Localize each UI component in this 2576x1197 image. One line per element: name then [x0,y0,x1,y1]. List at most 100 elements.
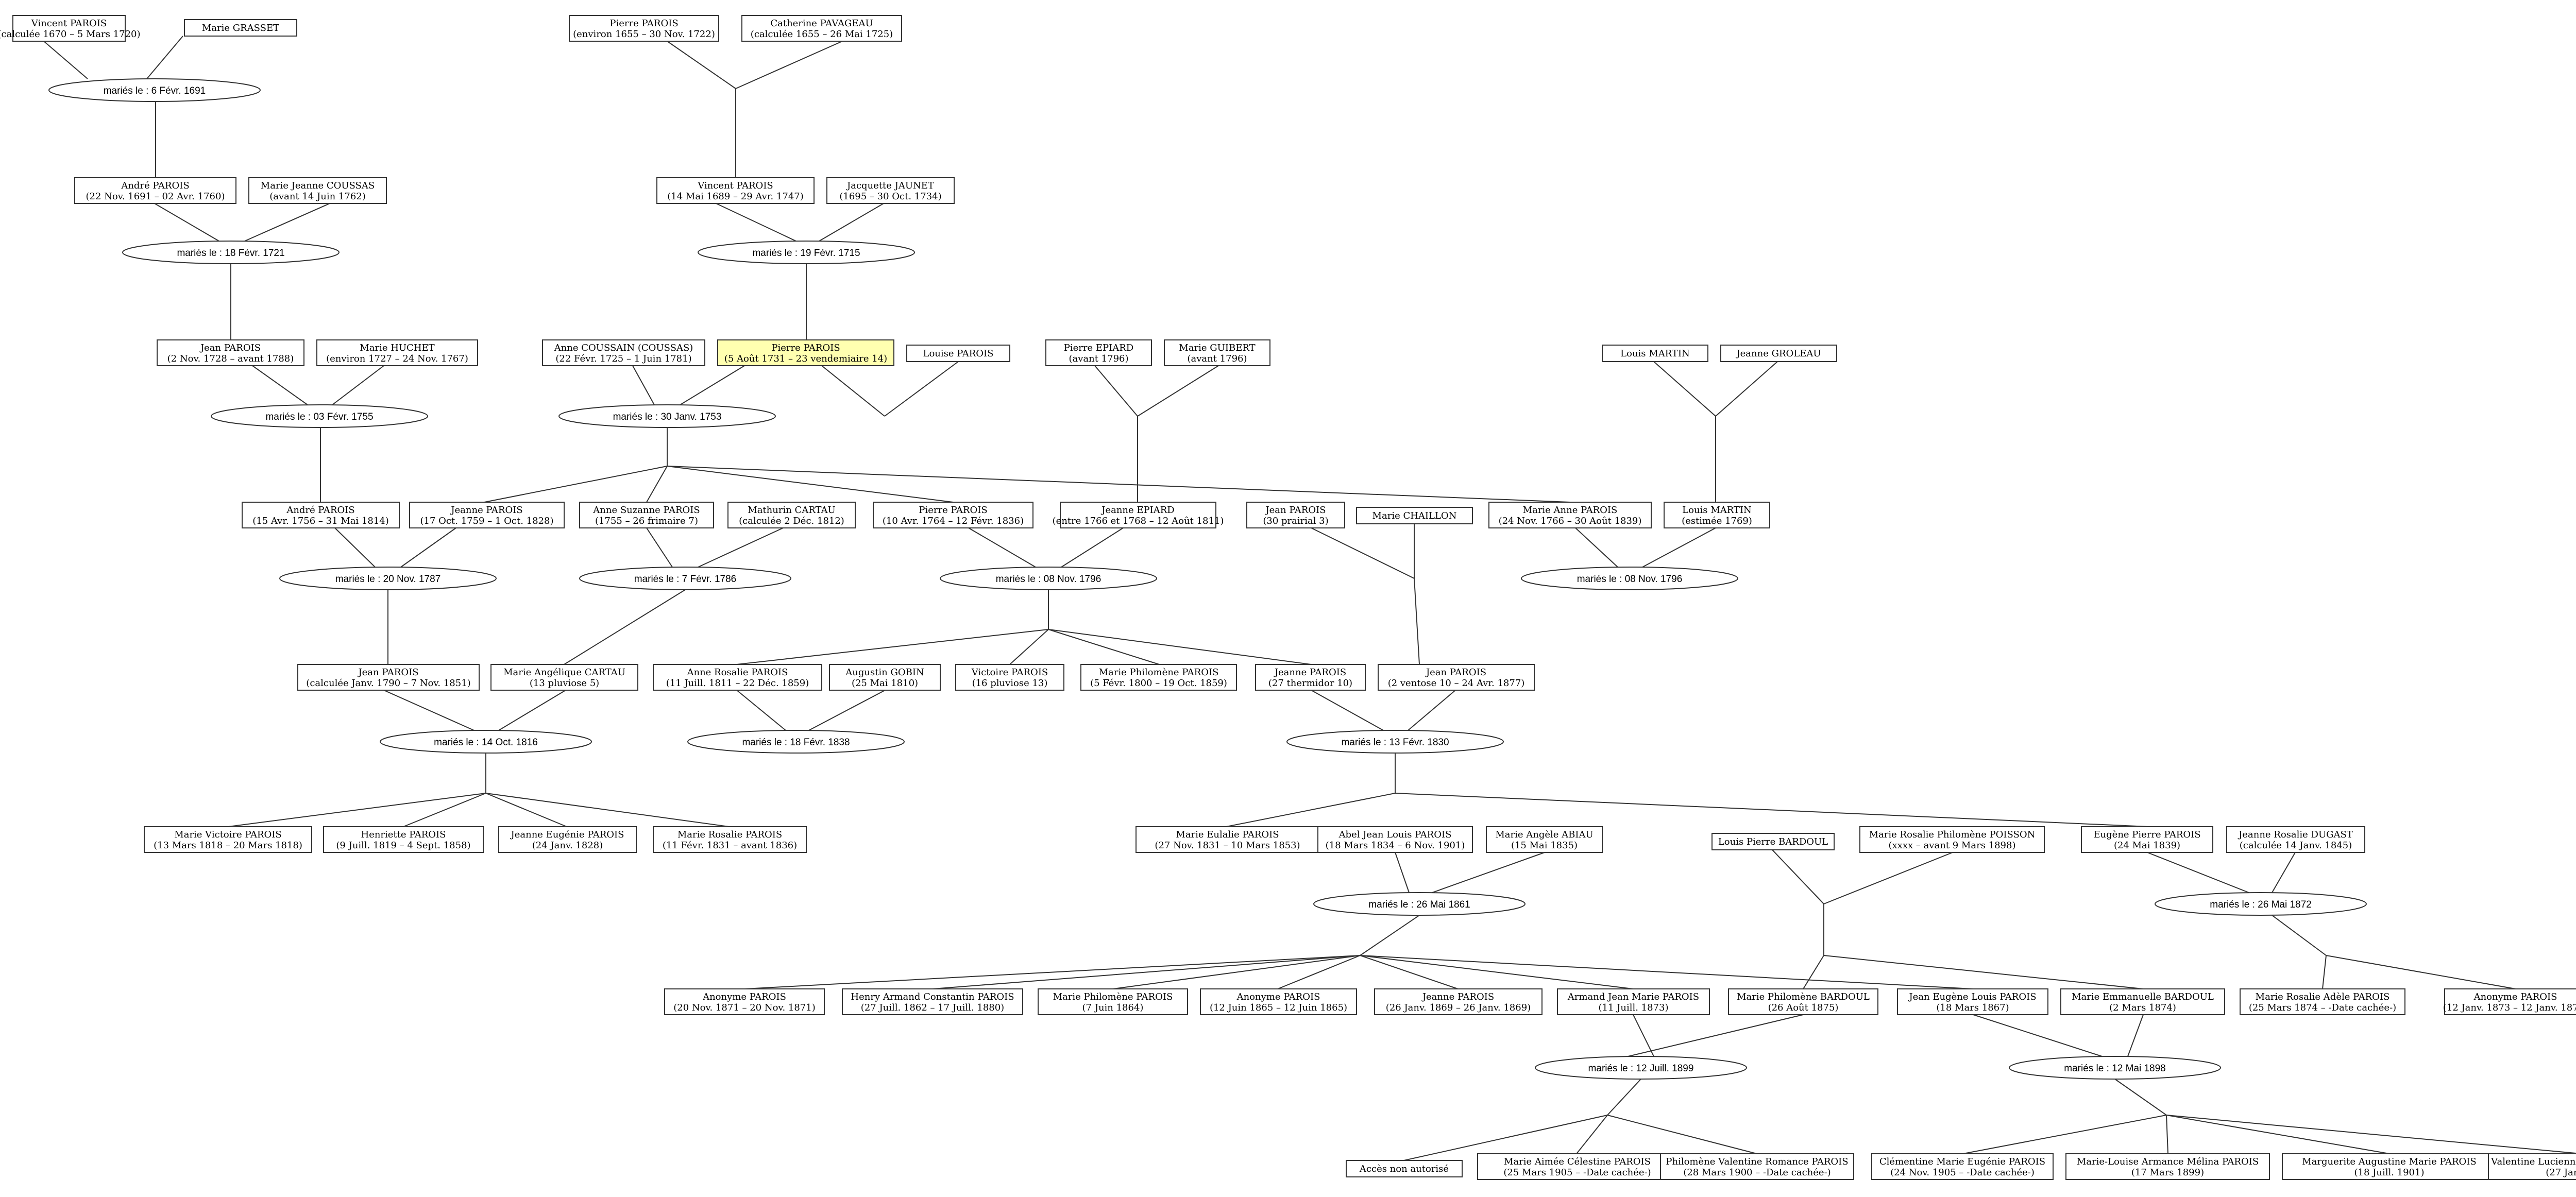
person-box-groleau[interactable]: Jeanne GROLEAU [1720,345,1837,362]
person-box-eulalie[interactable]: Marie Eulalie PAROIS(27 Nov. 1831 – 10 M… [1136,826,1319,853]
person-box-frame [842,988,1023,1015]
person-box-clementine[interactable]: Clémentine Marie Eugénie PAROIS(24 Nov. … [1871,1153,2054,1180]
connector-line [736,629,1049,665]
person-dates: (12 Janv. 1873 – 12 Janv. 1873) [2443,1002,2576,1013]
person-box-aimee[interactable]: Marie Aimée Célestine PAROIS(25 Mars 190… [1477,1153,1677,1180]
person-box-abel[interactable]: Abel Jean Louis PAROIS(18 Mars 1834 – 6 … [1317,826,1473,853]
person-box-jepiard[interactable]: Jeanne EPIARD(entre 1766 et 1768 – 12 Ao… [1053,502,1224,528]
person-dates: (avant 1796) [1187,353,1247,364]
person-box-coussain[interactable]: Anne COUSSAIN (COUSSAS)(22 Févr. 1725 – … [542,339,705,366]
person-box-pierre2[interactable]: Pierre PAROIS(5 Août 1731 – 23 vendemiai… [717,339,894,366]
person-box-lmartin2[interactable]: Louis MARTIN(estimée 1769) [1664,502,1770,528]
person-box-bardoul2[interactable]: Marie Philomène BARDOUL(26 Août 1875) [1728,988,1878,1015]
person-dates: (24 Mai 1839) [2114,840,2180,851]
person-box-henriette[interactable]: Henriette PAROIS(9 Juill. 1819 – 4 Sept.… [323,826,484,853]
person-box-philo2[interactable]: Marie Philomène PAROIS(7 Juin 1864) [1038,988,1188,1015]
person-box-bardoul1[interactable]: Louis Pierre BARDOUL [1711,833,1835,850]
person-box-cartau2[interactable]: Marie Angélique CARTAU(13 pluviose 5) [490,664,638,691]
connector-line [2114,1079,2167,1116]
connector-line [1048,629,1312,665]
person-dates: (17 Mars 1899) [2131,1167,2204,1178]
connector-line [2322,955,2327,989]
person-box-gobin[interactable]: Augustin GOBIN(25 Mai 1810) [829,664,941,691]
person-box-vincent1[interactable]: Vincent PAROIS(calculée 1670 – 5 Mars 17… [0,15,141,42]
person-box-jean30[interactable]: Jean PAROIS(30 prairial 3) [1246,502,1345,528]
person-box-pierre3[interactable]: Pierre PAROIS(10 Avr. 1764 – 12 Févr. 18… [873,502,1033,528]
person-box-jeanne27[interactable]: Jeanne PAROIS(27 thermidor 10) [1255,664,1366,691]
marriage-node-m4: mariés le : 03 Févr. 1755 [211,404,428,428]
person-box-frame [1136,826,1319,853]
person-name: Marie-Louise Armance Mélina PAROIS [2077,1156,2259,1167]
person-box-bardoul3[interactable]: Marie Emmanuelle BARDOUL(2 Mars 1874) [2060,988,2225,1015]
connector-line [332,365,384,405]
connector-line [154,203,219,242]
person-box-frame [1060,502,1216,528]
person-box-eugene[interactable]: Eugène Pierre PAROIS(24 Mai 1839) [2081,826,2213,853]
person-box-marguerite[interactable]: Marguerite Augustine Marie PAROIS(18 Jui… [2282,1153,2497,1180]
person-box-pierre1[interactable]: Pierre PAROIS(environ 1655 – 30 Nov. 172… [569,15,719,42]
marriage-node-m15: mariés le : 12 Juill. 1899 [1535,1056,1747,1080]
person-box-louisemelina[interactable]: Marie-Louise Armance Mélina PAROIS(17 Ma… [2065,1153,2270,1180]
person-box-frame [1660,1153,1854,1180]
person-name: Marie Emmanuelle BARDOUL [2072,991,2214,1002]
person-dates: (10 Avr. 1764 – 12 Févr. 1836) [883,516,1024,526]
person-box-andre1[interactable]: André PAROIS(22 Nov. 1691 – 02 Avr. 1760… [74,177,236,204]
person-box-jean3[interactable]: Jean PAROIS(2 ventose 10 – 24 Avr. 1877) [1378,664,1535,691]
person-box-dugast[interactable]: Jeanne Rosalie DUGAST(calculée 14 Janv. … [2226,826,2365,853]
person-box-lmartin1[interactable]: Louis MARTIN [1602,345,1708,362]
person-box-andre2[interactable]: André PAROIS(15 Avr. 1756 – 31 Mai 1814) [242,502,400,528]
person-name: Abel Jean Louis PAROIS [1338,829,1452,840]
connector-line [146,36,183,79]
person-box-coussas1[interactable]: Marie Jeanne COUSSAS(avant 14 Juin 1762) [248,177,387,204]
person-box-jeanne3[interactable]: Jeanne PAROIS(26 Janv. 1869 – 26 Janv. 1… [1374,988,1543,1015]
person-box-mvictoire[interactable]: Marie Victoire PAROIS(13 Mars 1818 – 20 … [144,826,312,853]
person-box-poisson[interactable]: Marie Rosalie Philomène POISSON(xxxx – a… [1859,826,2045,853]
connector-line [1823,852,1953,904]
person-box-valentine[interactable]: Valentine Lucienne Augustine PAROIS(27 J… [2488,1153,2576,1180]
marriage-label: mariés le : 20 Nov. 1787 [335,574,441,585]
connector-line [2166,1115,2390,1154]
person-box-epiard1[interactable]: Pierre EPIARD(avant 1796) [1045,339,1152,366]
person-box-victoire1[interactable]: Victoire PAROIS(16 pluviose 13) [955,664,1064,691]
connector-line [1653,361,1716,417]
person-box-jean2[interactable]: Jean PAROIS(calculée Janv. 1790 – 7 Nov.… [297,664,480,691]
person-box-acces[interactable]: Accès non autorisé [1346,1160,1463,1177]
person-box-valromance[interactable]: Philomène Valentine Romance PAROIS(28 Ma… [1660,1153,1854,1180]
connector-line [1408,690,1456,731]
person-box-henry[interactable]: Henry Armand Constantin PAROIS(27 Juill.… [842,988,1023,1015]
person-box-annesuz[interactable]: Anne Suzanne PAROIS(1755 – 26 frimaire 7… [579,502,714,528]
person-dates: (22 Nov. 1691 – 02 Avr. 1760) [86,191,225,202]
person-name: Jean PAROIS [357,667,418,678]
person-box-philo1[interactable]: Marie Philomène PAROIS(5 Févr. 1800 – 19… [1080,664,1237,691]
person-box-abiau[interactable]: Marie Angèle ABIAU(15 Mai 1835) [1486,826,1603,853]
connector-line [1803,955,1824,989]
person-box-adele[interactable]: Marie Rosalie Adèle PAROIS(25 Mars 1874 … [2240,988,2405,1015]
person-box-mrosalie[interactable]: Marie Rosalie PAROIS(11 Févr. 1831 – ava… [653,826,807,853]
person-name: Marie GUIBERT [1179,343,1255,353]
person-box-pavageau[interactable]: Catherine PAVAGEAU(calculée 1655 – 26 Ma… [741,15,902,42]
person-box-cartau1[interactable]: Mathurin CARTAU(calculée 2 Déc. 1812) [727,502,856,528]
person-box-frame [144,826,312,853]
connector-line [680,365,745,405]
person-box-huchet[interactable]: Marie HUCHET(environ 1727 – 24 Nov. 1767… [316,339,478,366]
person-box-chaillon[interactable]: Marie CHAILLON [1356,507,1473,524]
person-box-marieanne[interactable]: Marie Anne PAROIS(24 Nov. 1766 – 30 Août… [1488,502,1652,528]
person-box-anon1[interactable]: Anonyme PAROIS(20 Nov. 1871 – 20 Nov. 18… [664,988,825,1015]
person-box-louise[interactable]: Louise PAROIS [906,345,1010,362]
person-box-frame [1897,988,2048,1015]
person-box-jaunet[interactable]: Jacquette JAUNET(1695 – 30 Oct. 1734) [826,177,955,204]
person-box-guibert[interactable]: Marie GUIBERT(avant 1796) [1164,339,1270,366]
person-box-anon2[interactable]: Anonyme PAROIS(12 Juin 1865 – 12 Juin 18… [1200,988,1357,1015]
person-box-jeugenie[interactable]: Jeanne Eugénie PAROIS(24 Janv. 1828) [498,826,637,853]
person-box-jeanne1[interactable]: Jeanne PAROIS(17 Oct. 1759 – 1 Oct. 1828… [409,502,565,528]
person-box-grasset[interactable]: Marie GRASSET [184,19,297,37]
person-box-frame [1317,826,1473,853]
person-box-armand[interactable]: Armand Jean Marie PAROIS(11 Juill. 1873) [1557,988,1710,1015]
person-box-vincent2[interactable]: Vincent PAROIS(14 Mai 1689 – 29 Avr. 174… [656,177,815,204]
person-box-anon3[interactable]: Anonyme PAROIS(12 Janv. 1873 – 12 Janv. … [2443,988,2576,1015]
person-name: Philomène Valentine Romance PAROIS [1666,1156,1848,1167]
person-box-annerosalie[interactable]: Anne Rosalie PAROIS(11 Juill. 1811 – 22 … [653,664,822,691]
person-box-jeugene[interactable]: Jean Eugène Louis PAROIS(18 Mars 1867) [1897,988,2048,1015]
person-box-jean1[interactable]: Jean PAROIS(2 Nov. 1728 – avant 1788) [157,339,304,366]
connector-line [228,793,486,827]
